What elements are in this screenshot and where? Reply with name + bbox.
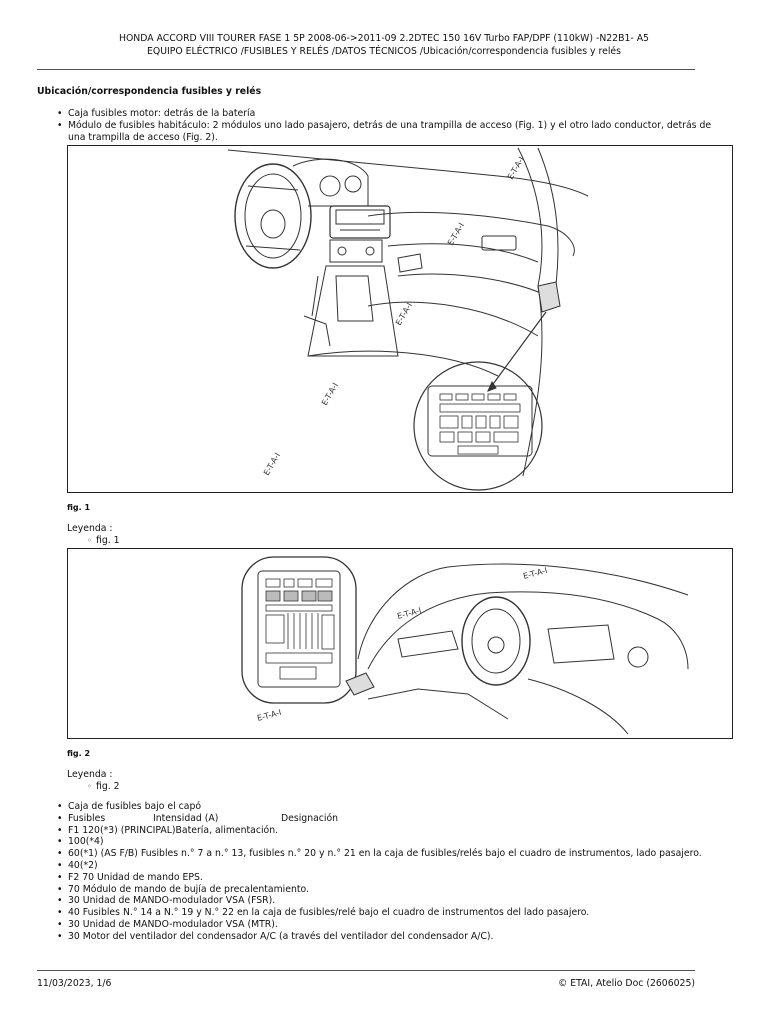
legend-item: ◦fig. 1 xyxy=(87,535,120,546)
column-intensidad: Intensidad (A) xyxy=(153,812,219,824)
etai-watermark: E-T-A-I xyxy=(522,566,548,581)
column-fusibles: Fusibles xyxy=(68,812,106,824)
fuse-list-columns: Fusibles Intensidad (A) Designación xyxy=(57,813,717,825)
legend-title: Leyenda : xyxy=(67,769,113,780)
fuse-row: 30 Unidad de MANDO-modulador VSA (FSR). xyxy=(57,895,717,907)
figure-1-legend: Leyenda : ◦fig. 1 xyxy=(67,523,120,547)
figure-2-legend: Leyenda : ◦fig. 2 xyxy=(67,769,120,793)
document-header: HONDA ACCORD VIII TOURER FASE 1 5P 2008-… xyxy=(40,32,728,58)
legend-title: Leyenda : xyxy=(67,523,113,534)
header-vehicle-line: HONDA ACCORD VIII TOURER FASE 1 5P 2008-… xyxy=(119,33,649,44)
etai-watermark: E-T-A-I xyxy=(396,606,422,621)
fuse-row: 100(*4) xyxy=(57,836,717,848)
etai-watermark: E-T-A-I xyxy=(320,381,340,407)
etai-watermark: E-T-A-I xyxy=(506,155,526,181)
list-item: Caja fusibles motor: detrás de la baterí… xyxy=(57,108,717,120)
fuse-row: 40(*2) xyxy=(57,860,717,872)
fuse-list: Caja de fusibles bajo el capó Fusibles In… xyxy=(57,801,717,943)
fuse-list-title: Caja de fusibles bajo el capó xyxy=(57,801,717,813)
footer-divider xyxy=(37,970,695,971)
figure-2: E-T-A-I E-T-A-I E-T-A-I xyxy=(67,548,733,739)
column-designacion: Designación xyxy=(281,812,339,824)
figure-1-caption: fig. 1 xyxy=(67,503,91,512)
header-divider xyxy=(37,69,695,70)
header-breadcrumb-line: EQUIPO ELÉCTRICO /FUSIBLES Y RELÉS /DATO… xyxy=(147,46,621,57)
footer-copyright: © ETAI, Atelio Doc (2606025) xyxy=(557,978,695,989)
dashboard-passenger-side-illustration: E-T-A-I E-T-A-I E-T-A-I E-T-A-I E-T-A-I xyxy=(227,147,589,491)
figure-2-caption: fig. 2 xyxy=(67,749,91,758)
fuse-row: F2 70 Unidad de mando EPS. xyxy=(57,872,717,884)
figure-1: E-T-A-I E-T-A-I E-T-A-I E-T-A-I E-T-A-I xyxy=(67,145,733,493)
etai-watermark: E-T-A-I xyxy=(256,708,282,723)
fuse-row: 30 Motor del ventilador del condensador … xyxy=(57,931,717,943)
fuse-row: 30 Unidad de MANDO-modulador VSA (MTR). xyxy=(57,919,717,931)
dashboard-driver-side-illustration: E-T-A-I E-T-A-I E-T-A-I xyxy=(241,556,689,735)
fuse-row: 40 Fusibles N.° 14 a N.° 19 y N.° 22 en … xyxy=(57,907,717,919)
footer-date-page: 11/03/2023, 1/6 xyxy=(37,978,112,989)
intro-list: Caja fusibles motor: detrás de la baterí… xyxy=(57,108,717,143)
fuse-row: 70 Módulo de mando de bujía de precalent… xyxy=(57,884,717,896)
legend-item: ◦fig. 2 xyxy=(87,781,120,792)
etai-watermark: E-T-A-I xyxy=(446,221,466,247)
etai-watermark: E-T-A-I xyxy=(262,451,282,477)
fuse-row: 60(*1) (AS F/B) Fusibles n.° 7 a n.° 13,… xyxy=(57,848,717,860)
list-item: Módulo de fusibles habitáculo: 2 módulos… xyxy=(57,120,717,144)
section-title: Ubicación/correspondencia fusibles y rel… xyxy=(37,86,262,97)
etai-watermark: E-T-A-I xyxy=(394,301,414,327)
fuse-row: F1 120(*3) (PRINCIPAL)Batería, alimentac… xyxy=(57,825,717,837)
